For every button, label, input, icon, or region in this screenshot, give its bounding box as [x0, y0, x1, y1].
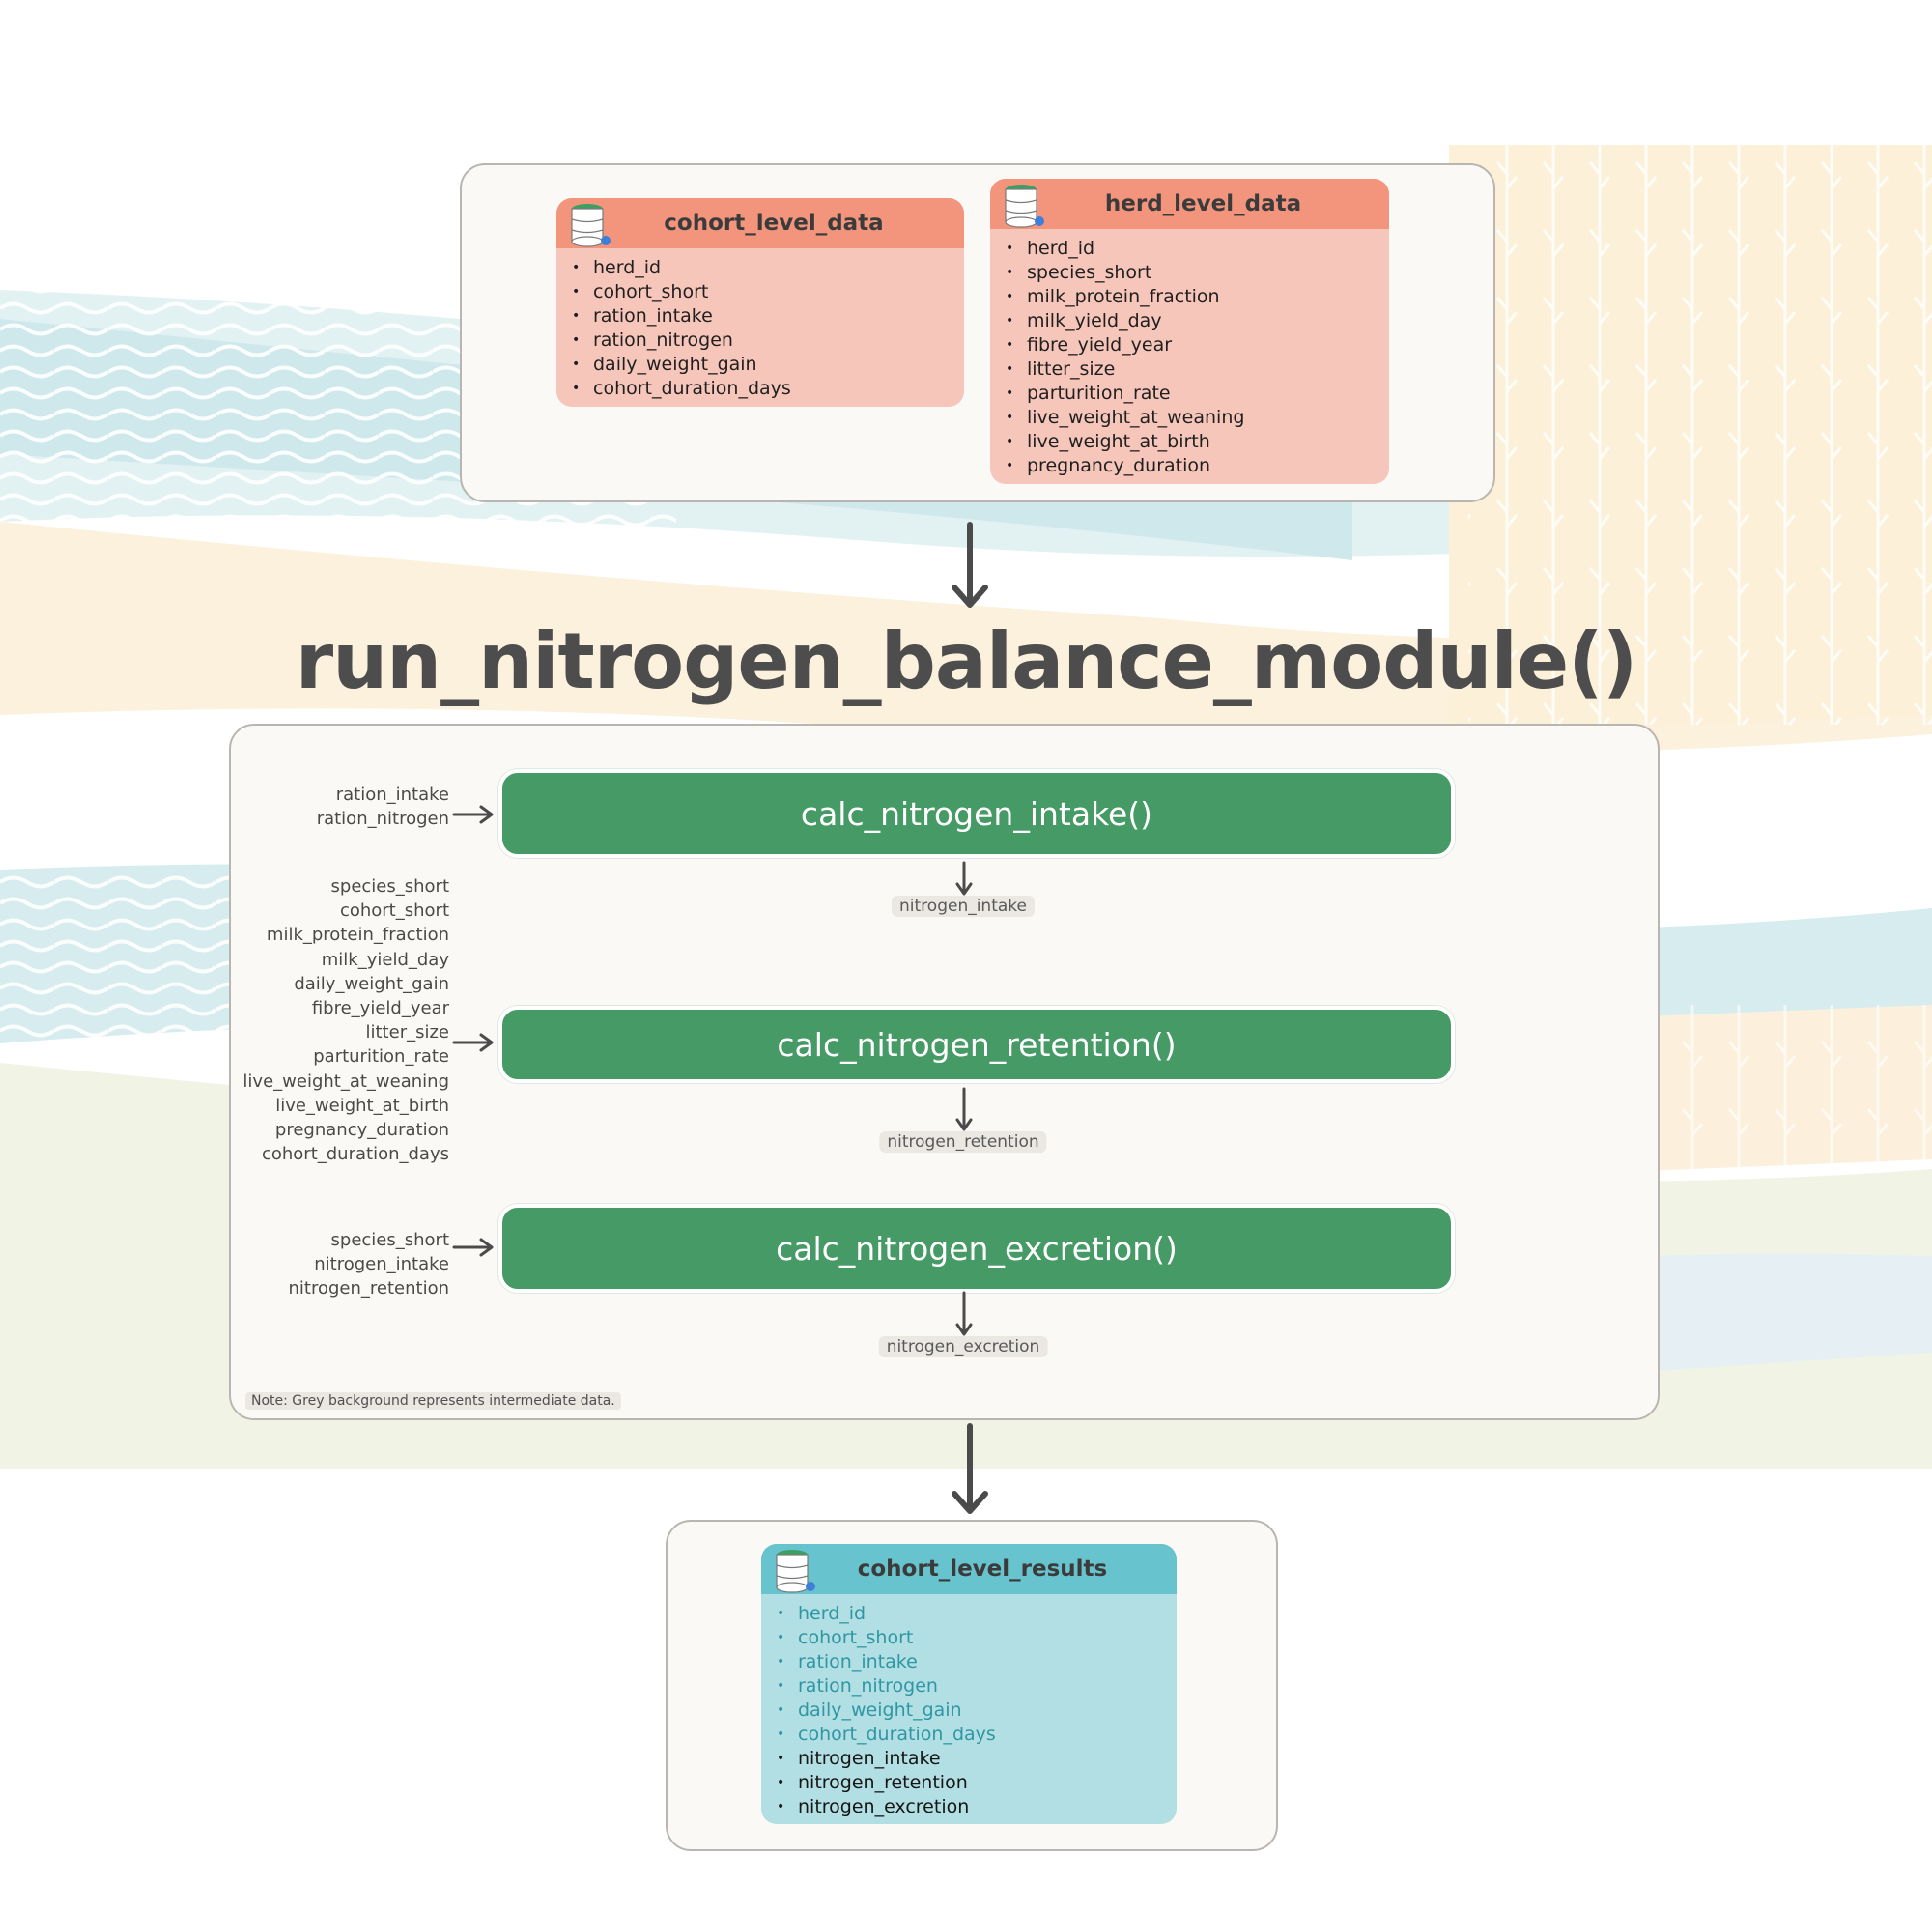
- function-label: calc_nitrogen_intake(): [800, 794, 1153, 833]
- cohort-level-results-table: cohort_level_results herd_id cohort_shor…: [761, 1544, 1177, 1824]
- input-label: ration_nitrogen: [316, 809, 449, 830]
- input-label: live_weight_at_birth: [275, 1095, 449, 1116]
- field-item: ration_intake: [556, 304, 964, 328]
- input-label: species_short: [330, 876, 449, 897]
- table-title: cohort_level_results: [857, 1556, 1108, 1582]
- field-item: litter_size: [990, 357, 1389, 382]
- database-icon: [571, 204, 611, 247]
- cohort-level-data-table: cohort_level_data herd_id cohort_short r…: [556, 198, 964, 407]
- excretion-inputs: species_short nitrogen_intake nitrogen_r…: [289, 1228, 450, 1301]
- calc-nitrogen-excretion-box[interactable]: calc_nitrogen_excretion(): [498, 1204, 1455, 1293]
- inherited-field-item: herd_id: [761, 1602, 1177, 1626]
- table-header: cohort_level_results: [761, 1544, 1177, 1594]
- input-label: litter_size: [365, 1022, 450, 1043]
- calc-nitrogen-intake-box[interactable]: calc_nitrogen_intake(): [498, 769, 1455, 858]
- intake-inputs: ration_intake ration_nitrogen: [317, 783, 449, 831]
- input-label: milk_yield_day: [321, 949, 449, 970]
- field-list: herd_id cohort_short ration_intake ratio…: [556, 248, 964, 401]
- input-label: cohort_short: [339, 900, 449, 922]
- herd-level-data-table: herd_level_data herd_id species_short mi…: [990, 179, 1389, 484]
- input-label: ration_intake: [335, 785, 449, 805]
- input-label: fibre_yield_year: [311, 997, 449, 1018]
- table-title: herd_level_data: [1104, 191, 1302, 216]
- new-field-item: nitrogen_intake: [761, 1747, 1177, 1771]
- database-icon: [776, 1550, 815, 1593]
- input-label: nitrogen_retention: [288, 1278, 450, 1299]
- field-item: ration_nitrogen: [556, 328, 964, 353]
- field-item: pregnancy_duration: [990, 454, 1389, 478]
- input-label: species_short: [330, 1230, 449, 1250]
- inherited-field-item: cohort_short: [761, 1626, 1177, 1650]
- field-item: species_short: [990, 261, 1389, 285]
- field-item: live_weight_at_birth: [990, 430, 1389, 454]
- field-item: live_weight_at_weaning: [990, 406, 1389, 430]
- nitrogen-intake-output-tag: nitrogen_intake: [892, 896, 1035, 917]
- input-label: nitrogen_intake: [314, 1254, 449, 1275]
- input-label: pregnancy_duration: [274, 1119, 449, 1140]
- field-item: herd_id: [990, 237, 1389, 261]
- input-label: cohort_duration_days: [261, 1144, 449, 1165]
- nitrogen-excretion-output-tag: nitrogen_excretion: [878, 1336, 1048, 1357]
- table-header: cohort_level_data: [556, 198, 964, 248]
- input-label: milk_protein_fraction: [266, 925, 449, 946]
- input-label: daily_weight_gain: [294, 973, 449, 994]
- table-header: herd_level_data: [990, 179, 1389, 229]
- new-field-item: nitrogen_retention: [761, 1771, 1177, 1795]
- inherited-field-item: cohort_duration_days: [761, 1723, 1177, 1747]
- calc-nitrogen-retention-box[interactable]: calc_nitrogen_retention(): [498, 1006, 1455, 1083]
- input-label: parturition_rate: [313, 1046, 449, 1068]
- field-item: daily_weight_gain: [556, 353, 964, 377]
- database-icon: [1005, 185, 1044, 228]
- field-list: herd_id species_short milk_protein_fract…: [990, 229, 1389, 478]
- intermediate-data-note: Note: Grey background represents interme…: [245, 1392, 621, 1410]
- function-label: calc_nitrogen_excretion(): [776, 1229, 1178, 1268]
- inherited-field-item: ration_nitrogen: [761, 1674, 1177, 1699]
- function-label: calc_nitrogen_retention(): [777, 1025, 1177, 1064]
- retention-inputs: species_short cohort_short milk_protein_…: [242, 874, 449, 1166]
- field-item: milk_protein_fraction: [990, 285, 1389, 309]
- field-item: milk_yield_day: [990, 309, 1389, 333]
- input-label: live_weight_at_weaning: [242, 1071, 449, 1092]
- field-item: parturition_rate: [990, 382, 1389, 406]
- module-title: run_nitrogen_balance_module(): [295, 616, 1638, 706]
- field-item: herd_id: [556, 256, 964, 280]
- field-item: cohort_duration_days: [556, 377, 964, 401]
- field-item: cohort_short: [556, 280, 964, 304]
- table-title: cohort_level_data: [664, 211, 884, 236]
- nitrogen-retention-output-tag: nitrogen_retention: [879, 1131, 1047, 1153]
- new-field-item: nitrogen_excretion: [761, 1795, 1177, 1819]
- inherited-field-item: ration_intake: [761, 1650, 1177, 1674]
- field-list: herd_id cohort_short ration_intake ratio…: [761, 1594, 1177, 1819]
- inherited-field-item: daily_weight_gain: [761, 1699, 1177, 1723]
- field-item: fibre_yield_year: [990, 333, 1389, 357]
